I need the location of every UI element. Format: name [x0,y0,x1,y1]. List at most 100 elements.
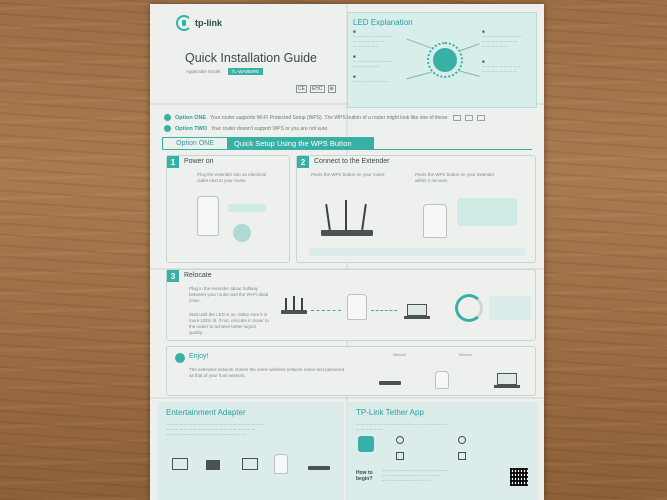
step-2-number: 2 [297,156,309,168]
step-3-number: 3 [167,270,179,282]
extender-device-icon [274,454,288,474]
router-icon [281,310,307,314]
option-one-row: Option ONE Your router supports Wi-Fi Pr… [164,114,485,121]
router-antenna [285,298,287,312]
wps-button-style-icon [452,114,461,121]
option-two-label: Option TWO [175,125,208,132]
how-to-begin-steps: — — — — — — — — — — — — — — —— — — — — —… [382,468,449,482]
ce-mark-icon: CE [296,85,307,93]
router-icon [321,230,373,236]
tether-app-text: — — — — — — — — — — — — — — — — — — — — … [356,422,449,431]
step-2-title: Connect to the Extender [314,158,390,165]
led-indicator-wheel-icon [427,42,463,78]
enjoy-title: Enjoy! [189,353,209,360]
applicable-model-label: Applicable Model: [186,68,222,74]
enjoy-panel: Enjoy! The extended network shares the s… [166,346,536,396]
option-two-icon [164,125,171,132]
option-one-header-bar: Option ONE Quick Setup Using the WPS But… [162,137,532,150]
header-rule [374,137,532,150]
router-antenna [325,204,331,230]
qr-code-icon [510,468,528,486]
router-antenna [361,204,367,230]
recycle-mark-icon: ⊕ [327,85,336,93]
router-icon [308,466,330,470]
entertainment-adapter-text: — — — — — — — — — — — — — — — — — — — — … [166,422,264,436]
step-2-note [309,248,525,256]
tp-link-logo: tp-link [176,15,222,31]
led-pointer-line [406,38,432,49]
console-icon [206,460,220,470]
wps-led-callout [457,198,517,226]
guide-title: Quick Installation Guide [185,51,318,65]
router-antenna [301,298,303,312]
wps-button-style-icon [464,114,473,121]
extender-device-icon [435,371,449,389]
step-3-panel: 3 Relocate Plug in the extender about ha… [166,269,536,341]
pc-icon [242,458,258,470]
step-3-description-1: Plug in the extender about halfway betwe… [189,286,269,303]
step-1-description: Plug the extender into an electrical out… [197,172,267,183]
model-row: Applicable Model: TL-WA855RE [186,68,264,75]
option-one-title: Quick Setup Using the WPS Button [228,137,374,150]
power-led-glow-icon [233,224,251,242]
led-pointer-line [458,43,480,52]
led-item: ■— — — — — — — — —— — — — — — —— — — — —… [353,29,393,48]
option-two-description: Your router doesn't support WPS or you a… [211,125,329,132]
led-item: ■— — — — — — — — —— — — — — — [353,54,393,68]
tether-app-icon [358,436,374,452]
feature-icon [396,436,404,444]
option-one-icon [164,114,171,121]
enjoy-icon [175,353,185,363]
laptop-icon [494,373,520,388]
signal-legend [489,296,531,320]
laptop-icon [404,304,430,319]
led-item: ■— — — — — — — — —— — — — — — — — [482,59,522,73]
step-3-description-2: Wait until the LED is on. Make sure it i… [189,312,269,335]
extender-device-icon [347,294,367,320]
tp-link-logo-icon [176,15,192,31]
option-one-tag: Option ONE [162,137,228,150]
wps-button-style-icon [476,114,485,121]
step-2-panel: 2 Connect to the Extender Press the WPS … [296,155,536,263]
connection-line [371,310,397,311]
option-one-label: Option ONE [175,114,207,121]
eac-mark-icon: EHC [309,85,325,93]
step-3-title: Relocate [184,272,212,279]
step-2-sub1: Press the WPS button on your router. [311,172,386,177]
router-antenna [293,296,295,312]
network-label-1: Network [393,353,406,357]
feature-icon [458,436,466,444]
step-1-panel: 1 Power on Plug the extender into an ele… [166,155,290,263]
tether-app-panel: TP-Link Tether App — — — — — — — — — — —… [348,402,538,500]
brand-name: tp-link [195,18,222,28]
enjoy-description: The extended network shares the same wir… [189,367,345,378]
feature-icon [396,452,404,460]
led-right-column: ■— — — — — — — — —— — — — — — — —— — — —… [482,29,534,79]
step-1-title: Power on [184,158,214,165]
connection-line [311,310,341,311]
signal-strength-icon [455,294,483,322]
router-antenna [345,200,347,230]
led-explanation-title: LED Explanation [353,18,413,27]
tv-icon [172,458,188,470]
option-one-description: Your router supports Wi-Fi Protected Set… [210,114,449,121]
entertainment-adapter-panel: Entertainment Adapter — — — — — — — — — … [158,402,344,500]
model-badge: TL-WA855RE [227,68,264,75]
how-to-begin-label: How to begin? [356,470,373,482]
led-explanation-panel: LED Explanation ■— — — — — — — — —— — — … [347,12,537,108]
entertainment-adapter-title: Entertainment Adapter [166,408,246,417]
network-label-2: Network [459,353,472,357]
led-pointer-line [458,70,480,77]
feature-icon [458,452,466,460]
quick-installation-guide-sheet: tp-link Quick Installation Guide Applica… [150,4,544,500]
led-left-column: ■— — — — — — — — —— — — — — — —— — — — —… [353,29,405,89]
led-pointer-line [406,71,432,79]
extender-device-icon [197,196,219,236]
tether-app-title: TP-Link Tether App [356,408,424,417]
option-two-row: Option TWO Your router doesn't support W… [164,125,329,132]
paper-fold [150,397,544,399]
certification-marks: CE EHC ⊕ [296,85,336,93]
led-item: ■— — — — — — — — —— — — — — — — —— — — —… [482,29,522,48]
extender-device-icon [423,204,447,238]
step-2-sub2: Press the WPS button on your extender wi… [415,172,495,183]
